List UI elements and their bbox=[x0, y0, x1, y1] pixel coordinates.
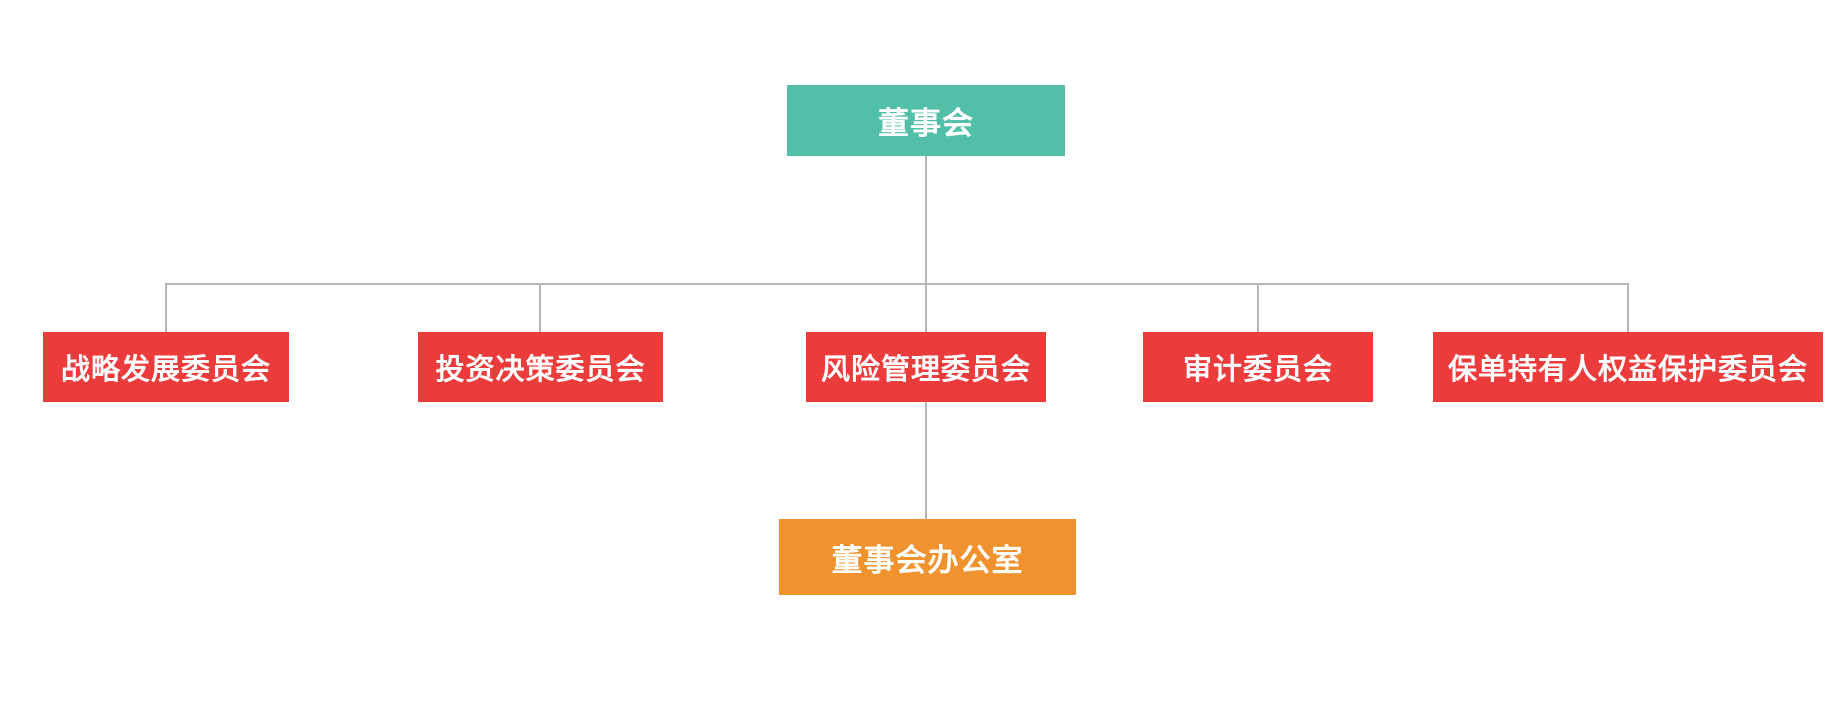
connector-horizontal-bus bbox=[165, 283, 1629, 285]
org-node-board-office: 董事会办公室 bbox=[779, 519, 1076, 595]
connector-drop-policyholder bbox=[1627, 283, 1629, 332]
org-node-investment-decision-committee: 投资决策委员会 bbox=[418, 332, 663, 402]
connector-drop-strategy bbox=[165, 283, 167, 332]
connector-drop-investment bbox=[539, 283, 541, 332]
org-node-strategy-development-committee: 战略发展委员会 bbox=[43, 332, 289, 402]
connector-root-drop bbox=[925, 156, 927, 332]
connector-drop-office bbox=[925, 402, 927, 519]
connector-drop-audit bbox=[1257, 283, 1259, 332]
org-node-policyholder-rights-protection-committee: 保单持有人权益保护委员会 bbox=[1433, 332, 1823, 402]
org-node-risk-management-committee: 风险管理委员会 bbox=[806, 332, 1046, 402]
org-node-board: 董事会 bbox=[787, 85, 1065, 156]
org-node-audit-committee: 审计委员会 bbox=[1143, 332, 1373, 402]
